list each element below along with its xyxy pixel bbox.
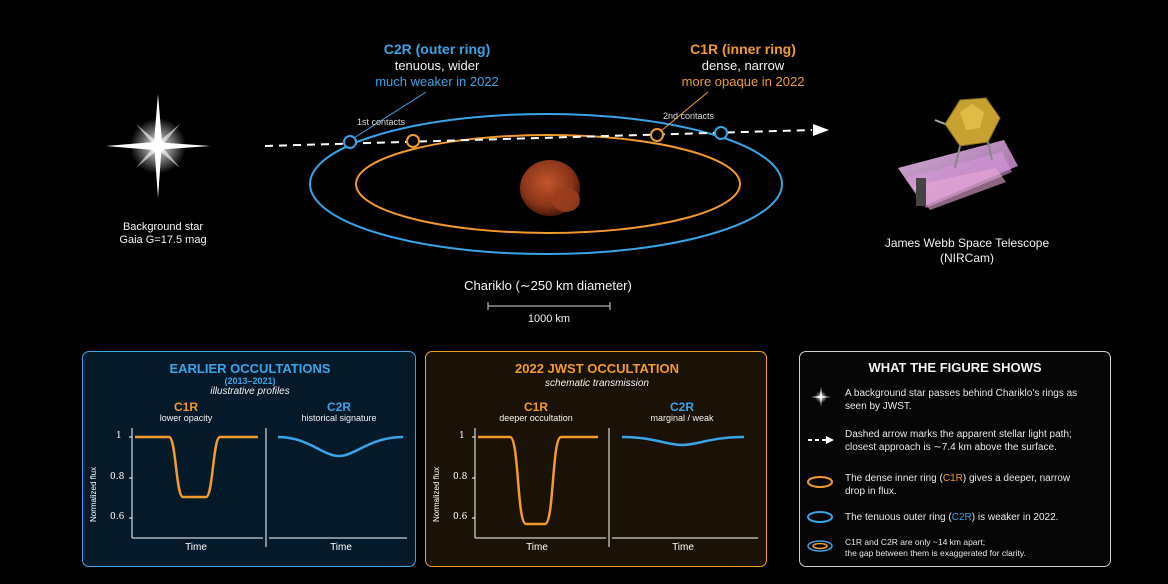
legend-item-3-text-a: The dense inner ring ( (845, 473, 943, 484)
c1r-leader-line (660, 91, 709, 132)
jwst-xlabel-left: Time (526, 542, 548, 553)
first-contacts-label: 1st contacts (357, 117, 406, 127)
earlier-subtitle: illustrative profiles (210, 386, 290, 397)
legend-item-4-text-c: ) is weaker in 2022. (971, 512, 1059, 523)
chariklo-label: Chariklo (∼250 km diameter) (464, 278, 632, 293)
earlier-xlabel-left: Time (185, 542, 207, 553)
second-contacts-label: 2nd contacts (663, 111, 715, 121)
contact-c1r-egress (650, 128, 664, 142)
earlier-c2r-curve (277, 435, 404, 458)
legend-star-icon (811, 387, 831, 407)
contact-c2r-egress (714, 126, 728, 140)
earlier-profiles-plot (129, 428, 407, 547)
earlier-tick-06: 0.6 (110, 512, 125, 522)
c2r-leader-line (353, 91, 427, 139)
legend-title: WHAT THE FIGURE SHOWS (868, 360, 1042, 375)
c1r-title: C1R (inner ring) (690, 41, 796, 57)
legend-item-5-line1: C1R and C2R are only ~14 km apart; (845, 537, 986, 547)
jwst-c2r-note: marginal / weak (650, 413, 714, 423)
earlier-xlabel-right: Time (330, 542, 352, 553)
jwst-title: 2022 JWST OCCULTATION (515, 361, 679, 376)
earlier-c1r-name: C1R (173, 400, 199, 414)
legend-item-4-c2r: C2R (951, 512, 972, 523)
jwst-tick-1: 1 (459, 431, 465, 441)
c1r-line2: more opaque in 2022 (681, 74, 805, 89)
jwst-c1r-curve (478, 435, 598, 526)
jwst-tick-06: 0.6 (453, 512, 468, 522)
legend-item-1-line2: seen by JWST. (845, 401, 912, 412)
legend-item-4-text-a: The tenuous outer ring ( (845, 512, 952, 523)
light-path-arrow-icon (813, 124, 829, 136)
jwst-telescope-icon (898, 97, 1018, 210)
jwst-occultation-panel: 2022 JWST OCCULTATION schematic transmis… (425, 351, 767, 567)
earlier-c2r-note: historical signature (301, 413, 377, 423)
legend-panel (799, 351, 1111, 567)
legend-item-3-line1: The dense inner ring (C1R) gives a deepe… (845, 472, 1070, 485)
c2r-line1: tenuous, wider (394, 58, 480, 73)
earlier-c1r-curve (135, 435, 258, 499)
scale-bar (487, 302, 611, 310)
legend-item-1-line1: A background star passes behind Chariklo… (845, 388, 1078, 399)
earlier-years: (2013–2021) (224, 376, 276, 386)
jwst-xlabel-right: Time (672, 542, 694, 553)
earlier-c1r-note: lower opacity (159, 413, 213, 423)
jwst-c1r-note: deeper occultation (499, 413, 573, 423)
legend-c2r-ring-icon (807, 511, 833, 523)
earlier-occultations-panel: EARLIER OCCULTATIONS (2013–2021) illustr… (82, 351, 416, 567)
jwst-c2r-curve (621, 435, 745, 447)
legend-dashed-arrow-icon (808, 436, 834, 444)
background-star-icon (106, 94, 210, 198)
c2r-title: C2R (outer ring) (383, 41, 491, 57)
outer-ring-c2r (309, 113, 783, 255)
jwst-tick-08: 0.8 (453, 472, 468, 482)
legend-item-5-line2: the gap between them is exaggerated for … (845, 548, 1026, 558)
inner-ring-c1r (355, 134, 741, 234)
jwst-label-1: James Webb Space Telescope (884, 236, 1050, 250)
legend-c1r-ring-icon (807, 476, 833, 488)
chariklo-body (520, 160, 580, 216)
jwst-c2r-name: C2R (669, 400, 695, 414)
legend-item-3-text-c: ) gives a deeper, narrow (962, 473, 1071, 484)
c2r-line2: much weaker in 2022 (375, 74, 499, 89)
jwst-label-2: (NIRCam) (940, 251, 994, 265)
jwst-profiles-plot (472, 428, 758, 547)
legend-item-2-line1: Dashed arrow marks the apparent stellar … (845, 429, 1072, 440)
jwst-c1r-name: C1R (523, 400, 549, 414)
scale-label: 1000 km (527, 313, 571, 325)
contact-c1r-ingress (406, 134, 420, 148)
earlier-tick-08: 0.8 (110, 472, 125, 482)
legend-item-2-line2: closest approach is ∼7.4 km above the su… (845, 442, 1057, 453)
star-label-2: Gaia G=17.5 mag (119, 234, 207, 246)
c1r-line1: dense, narrow (701, 58, 785, 73)
legend-item-3-c1r: C1R (942, 473, 963, 484)
star-label-1: Background star (122, 221, 204, 233)
contact-c2r-ingress (343, 135, 357, 149)
legend-double-ring-icon (807, 540, 833, 552)
earlier-c2r-name: C2R (326, 400, 352, 414)
jwst-subtitle: schematic transmission (545, 378, 649, 389)
legend-item-3-line2: drop in flux. (845, 486, 897, 497)
legend-item-4: The tenuous outer ring (C2R) is weaker i… (845, 511, 1058, 524)
earlier-tick-1: 1 (116, 431, 122, 441)
earlier-title: EARLIER OCCULTATIONS (169, 361, 331, 376)
